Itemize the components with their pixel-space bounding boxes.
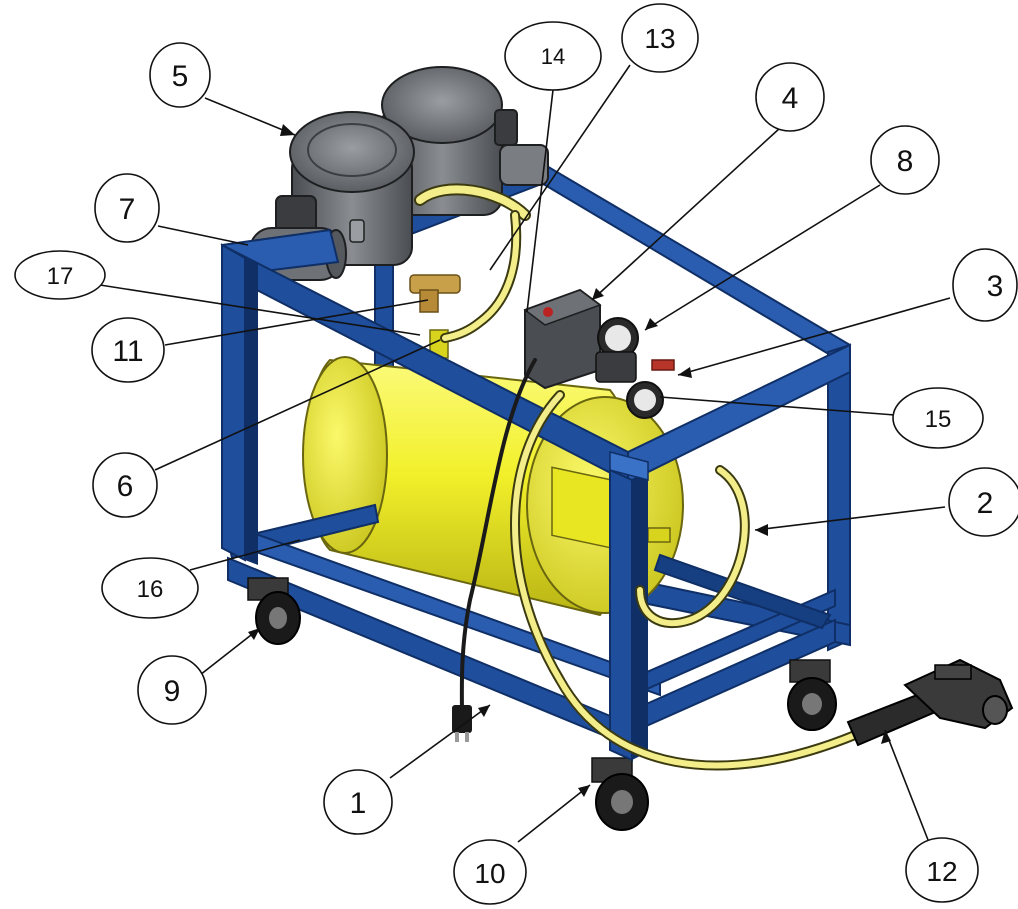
svg-text:16: 16 <box>137 576 164 603</box>
svg-text:12: 12 <box>926 856 957 887</box>
svg-text:9: 9 <box>164 675 181 708</box>
callout-15: 15 <box>892 387 984 449</box>
svg-text:2: 2 <box>977 487 994 520</box>
callout-14: 14 <box>504 21 602 91</box>
hose-to-gun-fill <box>512 392 858 769</box>
callout-9: 9 <box>137 655 207 725</box>
callout-10: 10 <box>453 839 527 905</box>
tank-fitting-right <box>647 527 671 543</box>
callout-16: 16 <box>101 557 199 619</box>
leader-12 <box>884 729 931 846</box>
regulator <box>595 351 637 383</box>
motor-front-port <box>349 219 365 243</box>
pressure-switch-top <box>523 289 602 326</box>
frame-front <box>220 228 851 762</box>
wheels <box>247 577 837 831</box>
hose-to-tank-fill <box>442 212 520 341</box>
motor-rear-side <box>499 144 549 186</box>
power-cable <box>459 358 537 717</box>
frame-front-right-post <box>609 468 633 762</box>
arrow-4 <box>592 288 604 300</box>
wheel-rear-left <box>247 577 301 645</box>
callout-4: 4 <box>755 62 825 132</box>
svg-text:17: 17 <box>47 263 74 290</box>
callout-12: 12 <box>905 837 979 903</box>
motor-front-top-rim <box>307 123 397 177</box>
wheel-front <box>591 757 649 831</box>
spray-gun-top <box>934 664 972 680</box>
leader-13 <box>489 64 631 271</box>
callout-bubbles: 5 7 17 11 6 16 9 1 10 12 2 15 3 8 4 14 1… <box>14 3 1018 905</box>
leader-8 <box>644 184 881 331</box>
arrow-2 <box>755 524 768 536</box>
spray-gun-nozzle <box>982 695 1008 725</box>
motor-rear-top <box>381 66 503 144</box>
arrow-12 <box>881 730 891 744</box>
callout-3: 3 <box>952 248 1018 322</box>
spray-gun <box>846 658 1014 747</box>
tank-left-cap <box>302 356 388 554</box>
svg-text:14: 14 <box>541 44 565 69</box>
frame-lower <box>226 503 836 742</box>
hoses <box>414 183 860 771</box>
callout-13: 13 <box>621 3 699 73</box>
callout-2: 2 <box>948 467 1018 537</box>
leader-lines <box>99 64 951 846</box>
leader-10 <box>517 784 591 843</box>
svg-text:3: 3 <box>987 270 1004 303</box>
svg-text:6: 6 <box>117 470 134 503</box>
safety-valve <box>651 359 675 371</box>
callout-5: 5 <box>149 42 211 108</box>
frame-front-left-post-side <box>245 258 258 565</box>
power-plug <box>452 705 472 742</box>
svg-text:15: 15 <box>925 406 952 433</box>
svg-text:5: 5 <box>172 60 189 93</box>
svg-text:10: 10 <box>474 858 505 889</box>
arrow-8 <box>645 318 658 330</box>
controls <box>409 274 675 419</box>
frame-angle-support <box>653 553 832 630</box>
callout-8: 8 <box>870 125 940 195</box>
frame-front-right-corner <box>609 451 649 481</box>
callout-11: 11 <box>91 317 165 383</box>
svg-text:8: 8 <box>897 145 914 178</box>
leader-17 <box>99 284 421 336</box>
svg-text:7: 7 <box>119 193 136 226</box>
hose-tank-loop-fill <box>637 467 748 627</box>
leader-7 <box>157 225 249 246</box>
arrow-3 <box>678 367 692 378</box>
callout-7: 7 <box>94 173 160 243</box>
svg-text:4: 4 <box>782 82 799 115</box>
svg-text:13: 13 <box>644 23 675 54</box>
arrow-5 <box>280 124 295 136</box>
callout-17: 17 <box>14 250 106 300</box>
leader-16 <box>189 539 301 571</box>
leader-1 <box>389 704 491 779</box>
leader-arrowheads <box>248 124 891 797</box>
leader-9 <box>199 627 261 676</box>
frame-front-right-post-side <box>632 474 648 760</box>
arrow-10 <box>578 785 590 797</box>
leader-4 <box>591 127 781 301</box>
arrow-1 <box>478 705 490 717</box>
leader-6 <box>154 339 441 471</box>
leader-15 <box>659 396 896 416</box>
wheel-right <box>787 659 837 731</box>
hose-motor-to-motor-fill <box>416 185 529 219</box>
leader-3 <box>677 297 951 376</box>
svg-text:11: 11 <box>112 335 143 368</box>
leader-2 <box>754 506 946 531</box>
pressure-switch-button <box>543 307 553 317</box>
leader-14 <box>526 89 554 313</box>
callout-6: 6 <box>92 452 158 518</box>
frame-front-left-post <box>221 243 246 562</box>
motor-rear-box <box>494 109 518 146</box>
svg-text:1: 1 <box>350 787 367 820</box>
callout-1: 1 <box>323 769 393 835</box>
leader-11 <box>164 299 429 346</box>
leader-5 <box>204 97 296 136</box>
arrow-9 <box>248 628 260 640</box>
